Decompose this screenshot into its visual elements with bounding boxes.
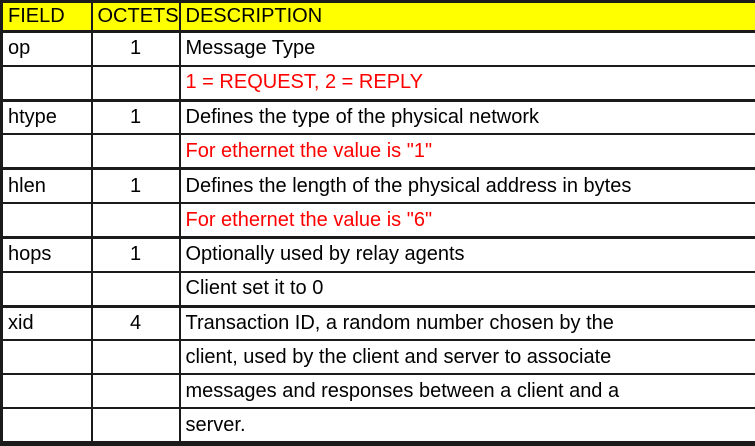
description-cell: Message Type: [178, 29, 755, 67]
table-row: client, used by the client and server to…: [0, 339, 755, 376]
octets-cell: [90, 270, 181, 308]
field-cell: [0, 373, 93, 410]
octets-cell: [90, 133, 181, 170]
octets-cell: [90, 202, 181, 239]
description-cell: Defines the type of the physical network: [178, 98, 755, 136]
field-cell: xid: [0, 304, 93, 342]
octets-cell: 4: [90, 304, 181, 342]
header-cell-field: FIELD: [0, 0, 93, 33]
table-row: 1 = REQUEST, 2 = REPLY: [0, 64, 755, 102]
octets-cell: [90, 441, 181, 446]
octets-cell: [90, 373, 181, 410]
field-cell: [0, 64, 93, 102]
header-cell-description: DESCRIPTION: [178, 0, 755, 33]
field-cell: [0, 202, 93, 239]
table-row: messages and responses between a client …: [0, 373, 755, 410]
description-cell: Client set it to 0: [178, 270, 755, 308]
description-cell: Optionally used by relay agents: [178, 235, 755, 273]
field-cell: op: [0, 29, 93, 67]
description-cell: For ethernet the value is "1": [178, 133, 755, 170]
octets-cell: 1: [90, 235, 181, 273]
octets-cell: 1: [90, 98, 181, 136]
description-cell: client, used by the client and server to…: [178, 339, 755, 376]
table-row: server.: [0, 407, 755, 443]
octets-cell: [90, 64, 181, 102]
octets-cell: [90, 339, 181, 376]
field-cell: [0, 270, 93, 308]
header-cell-octets: OCTETS: [90, 0, 181, 33]
description-cell: 1 = REQUEST, 2 = REPLY: [178, 64, 755, 102]
partial-row: [0, 441, 755, 446]
octets-cell: [90, 407, 181, 443]
header-row: FIELD OCTETS DESCRIPTION: [0, 0, 755, 33]
field-cell: hops: [0, 235, 93, 273]
table-row: Client set it to 0: [0, 270, 755, 308]
field-cell: hlen: [0, 167, 93, 205]
field-cell: [0, 407, 93, 443]
description-cell: [178, 441, 755, 446]
octets-cell: 1: [90, 29, 181, 67]
table-row: For ethernet the value is "1": [0, 133, 755, 170]
description-cell: Transaction ID, a random number chosen b…: [178, 304, 755, 342]
field-cell: [0, 441, 93, 446]
field-cell: [0, 339, 93, 376]
description-cell: For ethernet the value is "6": [178, 202, 755, 239]
field-cell: [0, 133, 93, 170]
description-cell: Defines the length of the physical addre…: [178, 167, 755, 205]
field-cell: htype: [0, 98, 93, 136]
description-cell: messages and responses between a client …: [178, 373, 755, 410]
octets-cell: 1: [90, 167, 181, 205]
table-row: For ethernet the value is "6": [0, 202, 755, 239]
description-cell: server.: [178, 407, 755, 443]
